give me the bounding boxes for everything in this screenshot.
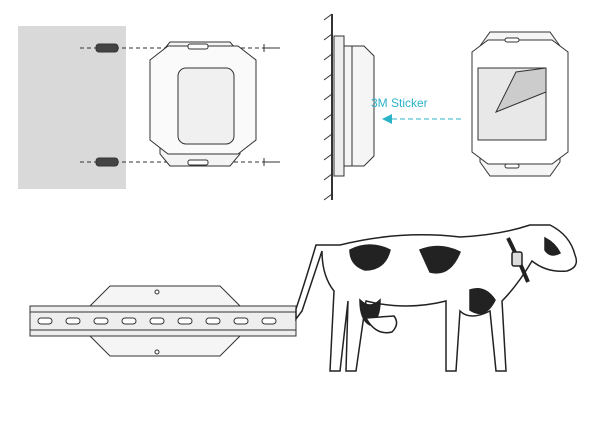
screw-mount-illustration bbox=[18, 26, 280, 189]
cow-with-collar-illustration bbox=[295, 224, 578, 372]
direction-arrow bbox=[382, 114, 462, 124]
din-rail-illustration bbox=[29, 285, 297, 357]
device-with-sticker bbox=[471, 31, 569, 177]
sticker-label: 3M Sticker bbox=[371, 96, 428, 110]
wall-side-illustration bbox=[323, 13, 375, 201]
